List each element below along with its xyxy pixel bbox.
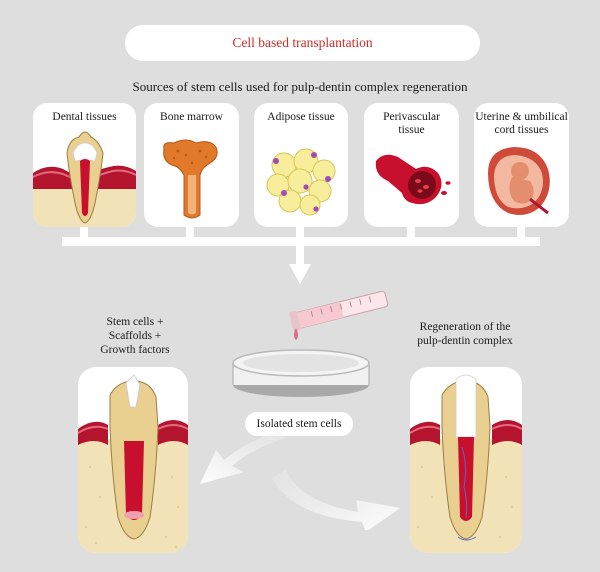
source-label-dental: Dental tissues [52,111,117,123]
curved-arrows [200,430,400,530]
source-card-dental: Dental tissues [33,103,136,227]
source-card-bone-marrow: Bone marrow [144,103,239,227]
adipose-cells-icon [266,148,336,216]
regenerated-tooth-card [410,367,522,553]
test-tube-icon [289,290,389,340]
title-banner: Cell based transplantation [125,25,480,61]
isolated-stem-cells-label: Isolated stem cells [245,412,353,436]
isolated-stem-cells-text: Isolated stem cells [256,418,342,430]
subtitle: Sources of stem cells used for pulp-dent… [132,79,468,94]
source-card-adipose: Adipose tissue [254,103,348,227]
fetus-in-uterus-icon [488,147,550,215]
source-label-adipose: Adipose tissue [267,111,335,123]
arrow-to-right-tooth [272,470,400,530]
petri-dish-icon [232,349,370,397]
tooth-with-scaffold-icon [78,374,188,553]
bone-icon [163,139,218,219]
blood-vessel-icon [375,154,451,205]
regenerated-tooth-icon [410,374,522,553]
left-step-label: Stem cells +Scaffolds +Growth factors [100,316,170,356]
arrow-to-left-tooth [200,430,285,484]
source-label-bone-marrow: Bone marrow [160,111,223,123]
title-text: Cell based transplantation [232,35,373,50]
tooth-icon [33,131,136,227]
scaffold-tooth-card [78,367,188,553]
